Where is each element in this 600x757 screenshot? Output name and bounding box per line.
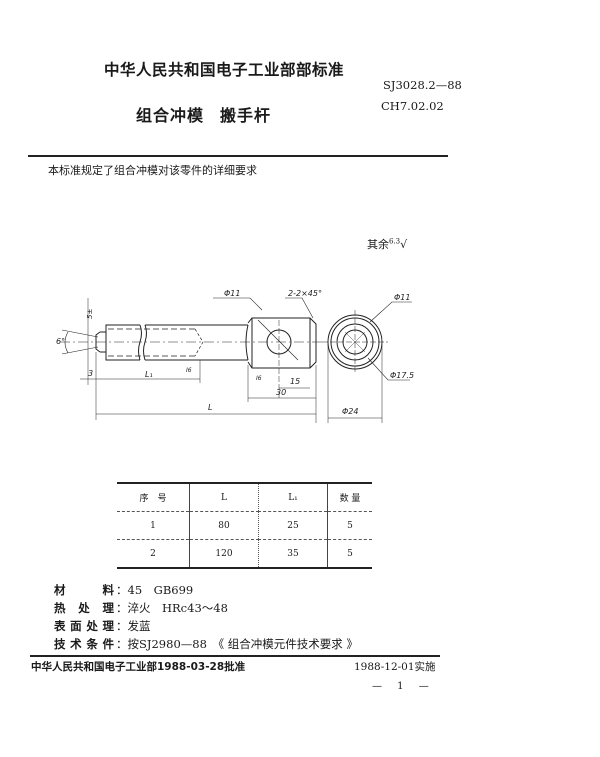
cell-L: 120: [189, 539, 259, 568]
svg-text:L: L: [208, 403, 212, 412]
classification-code: CH7.02.02: [381, 99, 444, 113]
doc-title-category: 组合冲模: [136, 106, 205, 125]
table-header-row: 序 号 L L₁ 数 量: [117, 483, 372, 512]
technical-drawing: Φ11 2-2×45° 6° 5± 3 L₁ Ⅰ6 Ⅰ6 15 30 L Φ11…: [56, 289, 414, 423]
svg-text:Φ17.5: Φ17.5: [390, 371, 414, 380]
svg-text:Φ11: Φ11: [394, 293, 410, 302]
cell-qty: 5: [347, 548, 353, 559]
property-tech-conditions: 技术条件：按SJ2980—88 《 组合冲模元件技术要求 》: [54, 637, 358, 651]
svg-text:L₁: L₁: [145, 370, 153, 379]
cell-L1: 25: [258, 511, 328, 540]
document-title: 组合冲模搬手杆: [136, 102, 271, 126]
intro-text: 本标准规定了组合冲模对该零件的详细要求: [48, 164, 257, 177]
dimension-table: 序 号 L L₁ 数 量 1 80 25 5 2 120 35 5: [117, 482, 372, 569]
surface-roughness-note: 其余6.3√: [367, 236, 407, 252]
cell-seq: 2: [117, 539, 190, 568]
effective-date: 1988-12-01实施: [354, 661, 436, 673]
property-label: 表面处理: [54, 619, 114, 633]
col-header-L1: L₁: [258, 483, 328, 512]
cell-L1: 35: [258, 539, 328, 568]
property-heat-treatment: 热处理：淬火 HRc43～48: [54, 601, 228, 615]
cell-seq: 1: [117, 511, 190, 540]
property-label: 技术条件: [54, 637, 114, 651]
property-label: 材料: [54, 583, 114, 597]
roughness-check-icon: √: [400, 238, 408, 251]
property-label: 热处理: [54, 601, 114, 615]
doc-title-part: 搬手杆: [220, 106, 272, 125]
material-properties: 材料：45 GB699 热处理：淬火 HRc43～48 表面处理：发蓝 技术条件…: [54, 581, 358, 653]
svg-text:Φ24: Φ24: [342, 407, 358, 416]
footer-divider: [30, 655, 440, 657]
svg-text:Φ11: Φ11: [224, 289, 240, 298]
roughness-value: 6.3: [389, 237, 401, 246]
svg-text:15: 15: [290, 377, 300, 386]
property-value: 发蓝: [127, 619, 151, 633]
table-row: 1 80 25 5: [117, 511, 372, 540]
approval-line: 中华人民共和国电子工业部1988-03-28批准: [31, 661, 246, 673]
svg-text:6°: 6°: [56, 337, 65, 346]
col-header-L: L: [189, 483, 259, 512]
svg-text:Ⅰ6: Ⅰ6: [186, 367, 192, 374]
property-surface-treatment: 表面处理：发蓝: [54, 619, 151, 633]
header-divider: [28, 155, 448, 157]
property-value: 淬火 HRc43～48: [127, 601, 228, 615]
svg-text:5±: 5±: [86, 309, 94, 319]
col-header-seq: 序 号: [117, 483, 190, 512]
roughness-label: 其余: [367, 238, 389, 251]
property-value: 45 GB699: [127, 583, 194, 597]
page-number: — 1 —: [372, 681, 435, 692]
svg-text:2-2×45°: 2-2×45°: [288, 289, 322, 298]
svg-text:30: 30: [276, 388, 286, 397]
svg-text:Ⅰ6: Ⅰ6: [256, 375, 262, 382]
property-value: 按SJ2980—88 《 组合冲模元件技术要求 》: [127, 637, 358, 651]
property-material: 材料：45 GB699: [54, 583, 194, 597]
table-row: 2 120 35 5: [117, 539, 372, 568]
standard-number: SJ3028.2—88: [383, 78, 462, 92]
svg-text:3: 3: [88, 369, 93, 378]
cell-qty: 5: [347, 520, 353, 531]
cell-L: 80: [189, 511, 259, 540]
organization-title: 中华人民共和国电子工业部部标准: [104, 61, 345, 79]
col-header-qty: 数 量: [339, 494, 361, 504]
